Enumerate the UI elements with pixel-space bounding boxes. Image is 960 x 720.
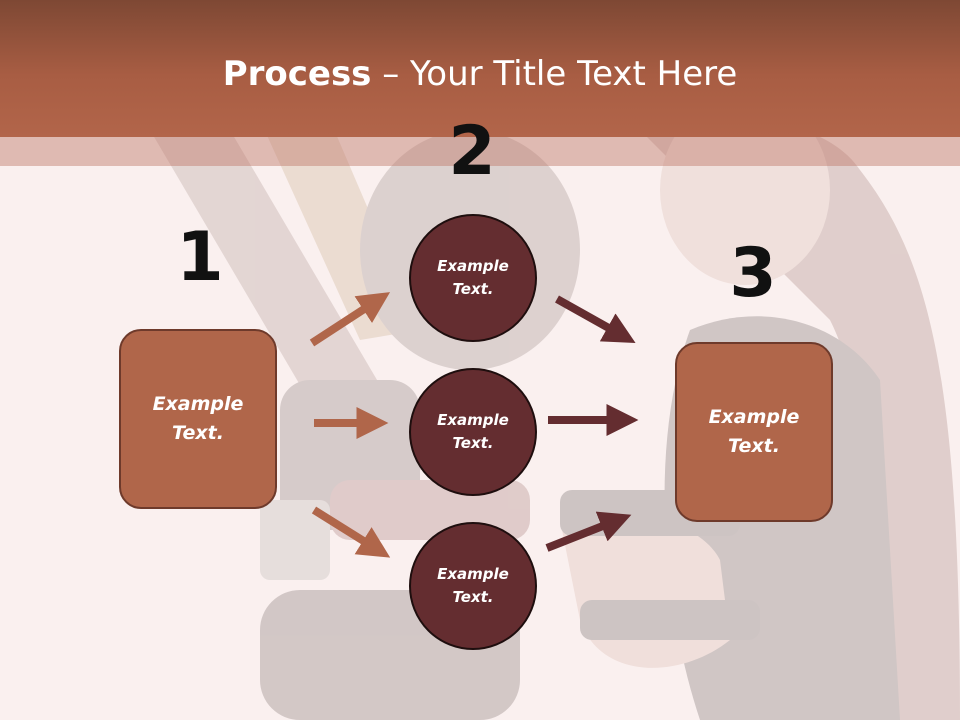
circle-middle: Example Text. [409, 368, 537, 496]
step-3-box: Example Text. [675, 342, 833, 522]
title-bold: Process [222, 54, 372, 94]
step-1-box-text: Example Text. [152, 393, 244, 444]
step-number-1: 1 [176, 218, 224, 297]
title-rest: – Your Title Text Here [371, 54, 738, 94]
circle-top: Example Text. [409, 214, 537, 342]
circle-bottom: Example Text. [409, 522, 537, 650]
arrow-top-to-right [555, 295, 636, 344]
title-header-bar [0, 0, 960, 137]
slide-title: Process – Your Title Text Here [0, 52, 960, 96]
step-number-2: 2 [448, 112, 496, 191]
arrow-left-to-top [309, 292, 391, 347]
arrow-bottom-to-right [545, 511, 632, 552]
arrow-left-to-bottom [311, 506, 391, 558]
step-1-box: Example Text. [119, 329, 277, 509]
header-band [0, 137, 960, 166]
step-3-box-text: Example Text. [708, 406, 800, 457]
circle-bottom-text: Example Text. [437, 565, 509, 606]
step-number-3: 3 [729, 234, 777, 313]
circle-middle-text: Example Text. [437, 411, 509, 452]
circle-top-text: Example Text. [437, 257, 509, 298]
